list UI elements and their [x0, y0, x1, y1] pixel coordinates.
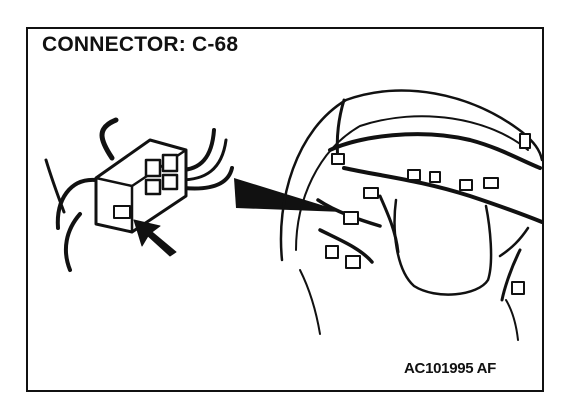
vehicle-dashboard-view	[279, 89, 544, 341]
callout-wedge	[234, 178, 344, 212]
diagram-title: CONNECTOR: C-68	[42, 33, 239, 56]
connector-detail	[44, 117, 234, 272]
figure-code: AC101995 AF	[404, 360, 497, 377]
